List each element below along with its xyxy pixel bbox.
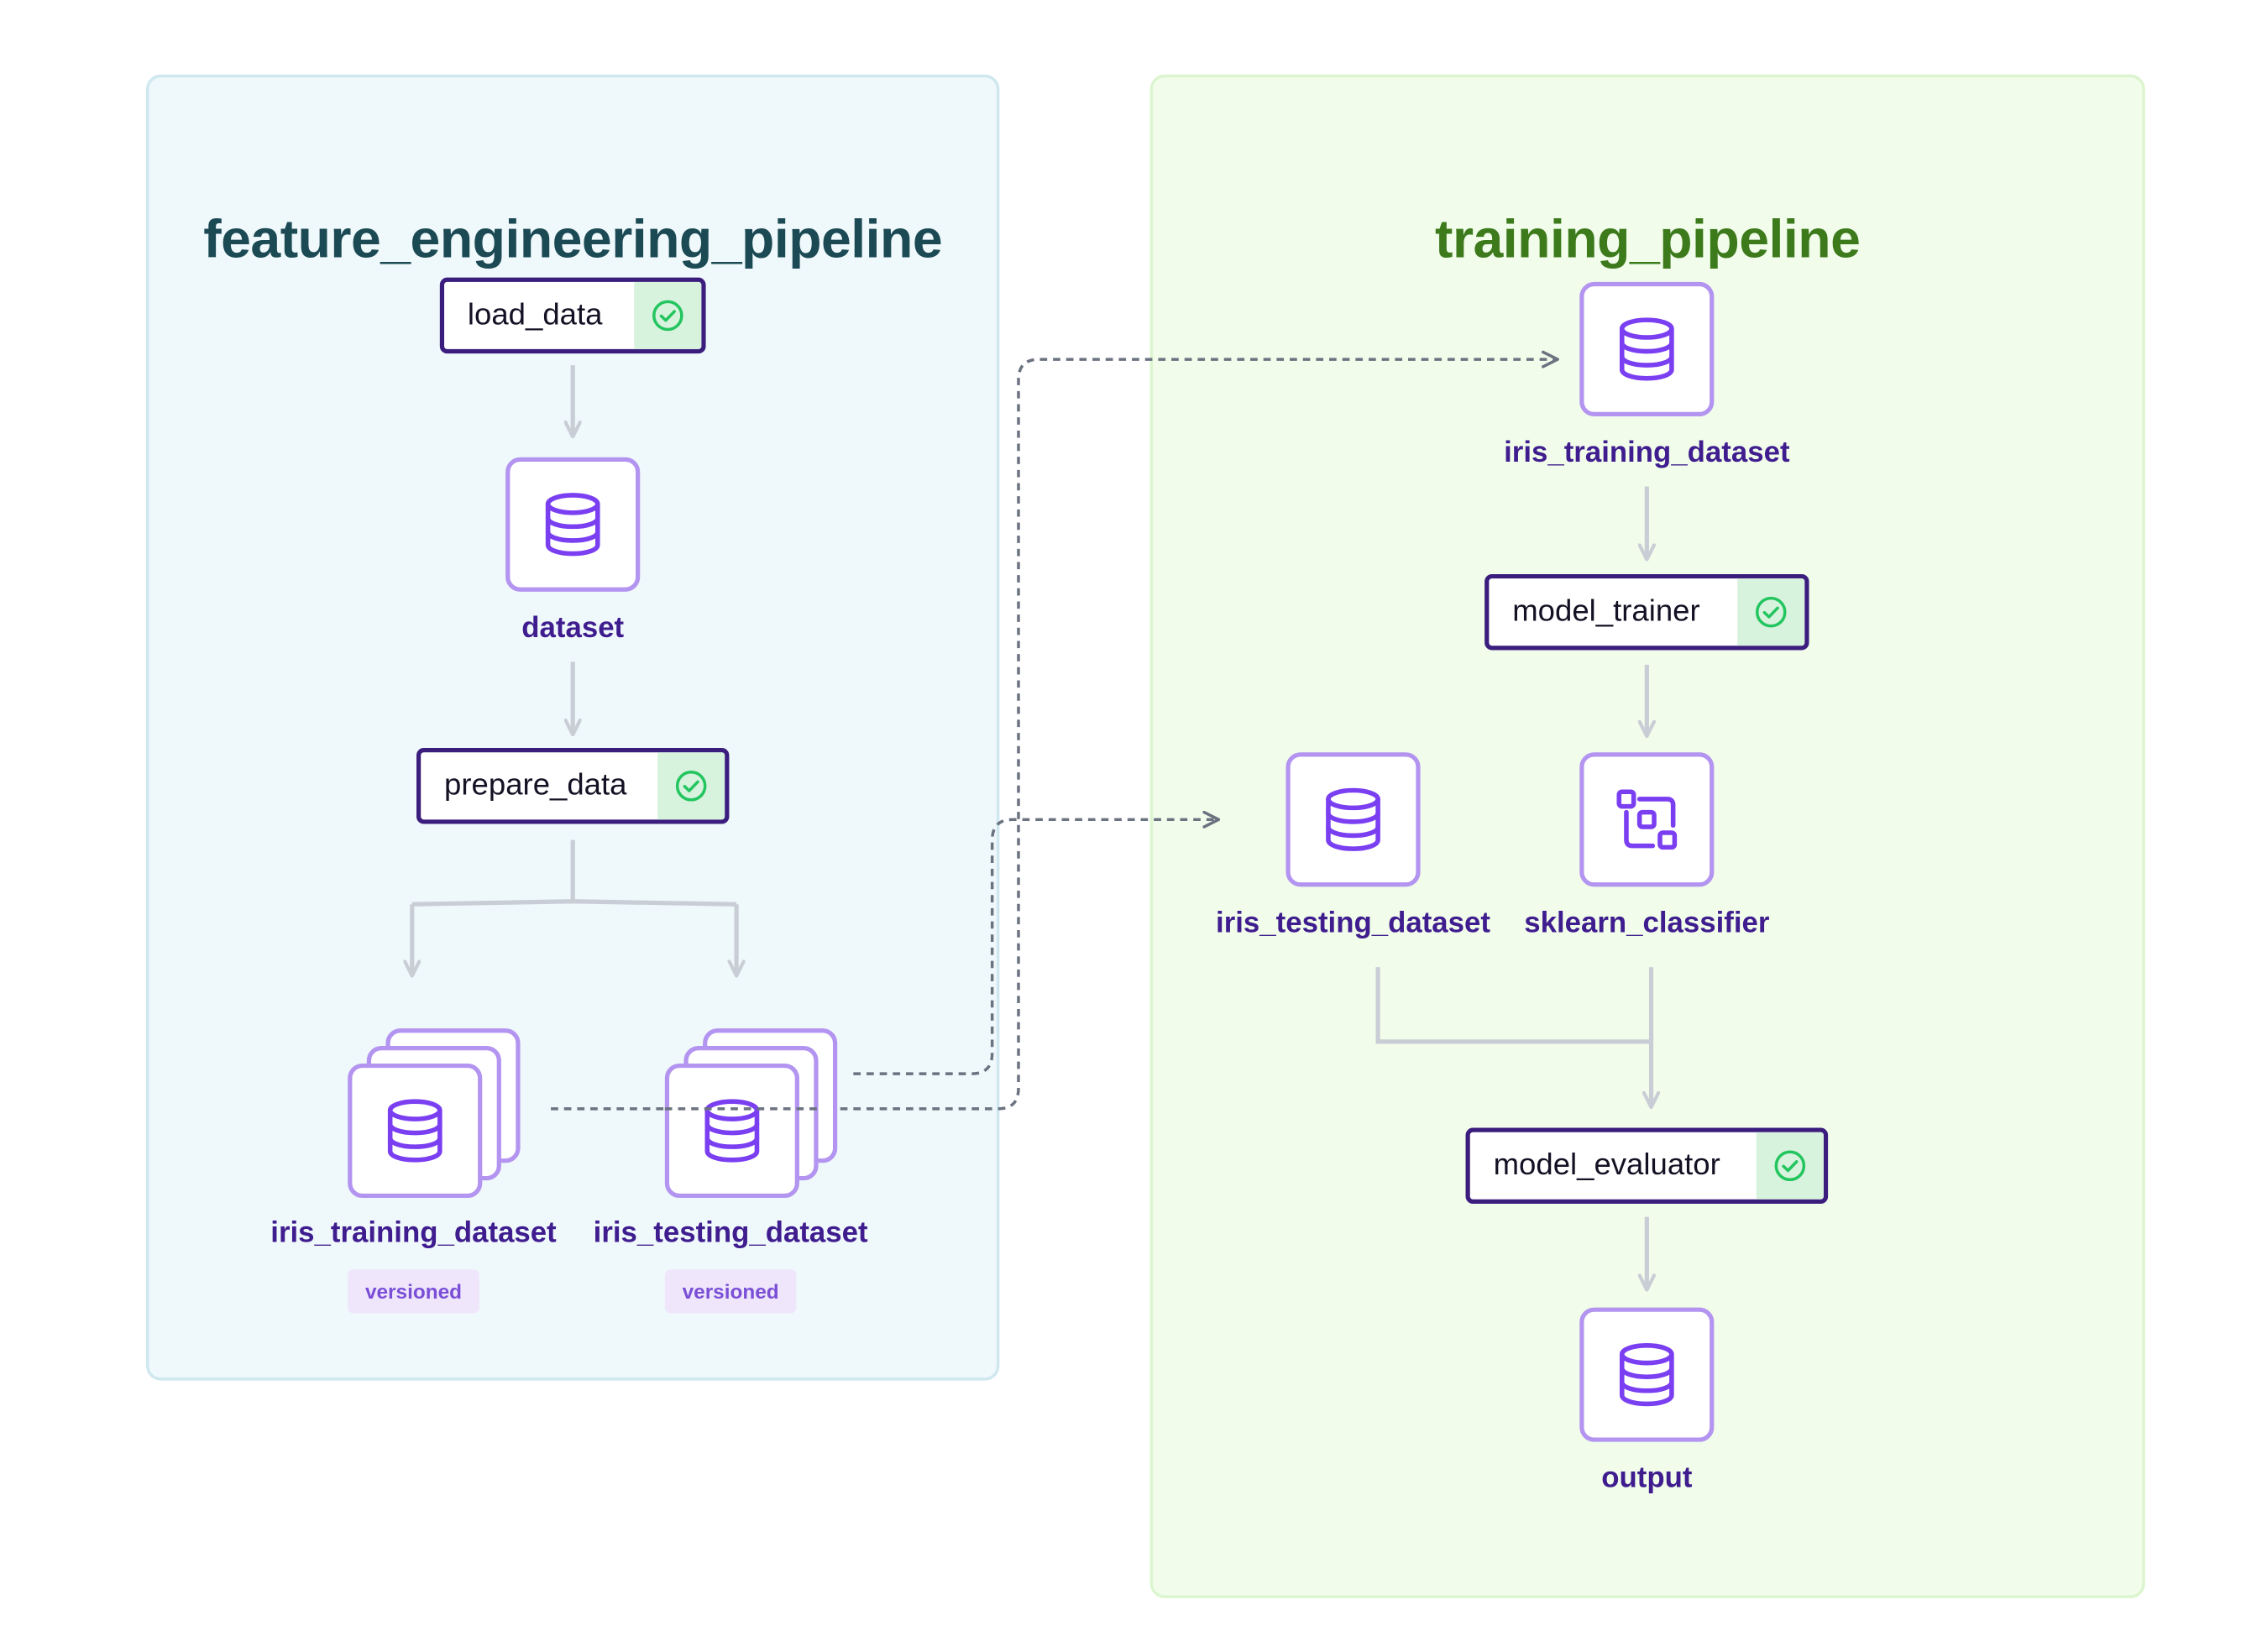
versioned-badge: versioned [348,1269,479,1314]
artifact-sklearn-classifier-label: sklearn_classifier [1524,907,1770,940]
step-prepare-data-label: prepare_data [444,768,627,802]
artifact-iris-training-dataset-versioned[interactable] [348,1063,483,1199]
database-icon [704,1099,760,1163]
step-model-evaluator[interactable]: model_evaluator [1465,1127,1829,1205]
check-circle-icon [657,752,725,820]
feature-engineering-pipeline-title: feature_engineering_pipeline [203,208,943,269]
artifact-sklearn-classifier[interactable] [1579,752,1715,887]
versioned-badge: versioned [664,1269,797,1314]
edge-inputs-to-model-evaluator [1375,967,1654,1044]
step-model-trainer[interactable]: model_trainer [1484,573,1809,651]
edge-prepare-data-split [411,839,737,907]
check-circle-icon [1737,578,1805,646]
artifact-training-iris-testing-dataset-label: iris_testing_dataset [1216,907,1490,940]
link-iris-training-to-training-pipeline [551,350,1559,1111]
step-prepare-data[interactable]: prepare_data [416,748,730,824]
database-icon [1619,1343,1674,1407]
step-model-trainer-label: model_trainer [1512,594,1700,629]
artifact-dataset-label: dataset [521,612,625,645]
artifact-output[interactable] [1579,1307,1715,1442]
artifact-training-iris-training-dataset[interactable] [1579,281,1715,416]
database-icon [1326,787,1380,851]
artifact-dataset[interactable] [505,457,641,592]
database-icon [545,493,600,557]
check-circle-icon [1756,1132,1824,1200]
check-circle-icon [634,281,702,349]
model-icon [1616,789,1678,850]
database-icon [387,1099,442,1163]
artifact-iris-testing-dataset-versioned[interactable] [664,1063,799,1199]
artifact-iris-testing-dataset-label: iris_testing_dataset [593,1216,868,1249]
artifact-iris-training-dataset-label: iris_training_dataset [270,1216,557,1249]
database-icon [1619,317,1674,381]
training-pipeline-title: training_pipeline [1435,208,1861,269]
step-load-data-label: load_data [467,298,603,332]
artifact-output-label: output [1601,1462,1693,1495]
artifact-training-iris-training-dataset-label: iris_training_dataset [1504,437,1790,469]
artifact-training-iris-testing-dataset[interactable] [1285,752,1421,887]
step-model-evaluator-label: model_evaluator [1493,1148,1720,1182]
step-load-data[interactable]: load_data [439,277,706,354]
